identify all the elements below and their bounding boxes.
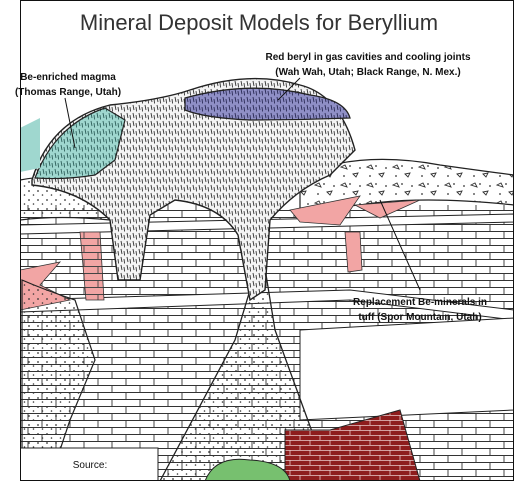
label-beryl-line2: (Wah Wah, Utah; Black Range, N. Mex.) (275, 67, 460, 78)
label-replacement-line1: Replacement Be-minerals in (353, 297, 487, 308)
label-beryl-line1: Red beryl in gas cavities and cooling jo… (265, 52, 470, 63)
label-replacement-line2: tuff (Spor Mountain, Utah) (358, 312, 481, 323)
tuff-bed-lower (300, 318, 514, 420)
replacement-vein (345, 232, 362, 272)
label-magma-line2: (Thomas Range, Utah) (15, 87, 121, 98)
label-magma-line1: Be-enriched magma (20, 72, 116, 83)
diagram-title: Mineral Deposit Models for Beryllium (80, 10, 438, 35)
source-text: Source: (73, 460, 107, 471)
